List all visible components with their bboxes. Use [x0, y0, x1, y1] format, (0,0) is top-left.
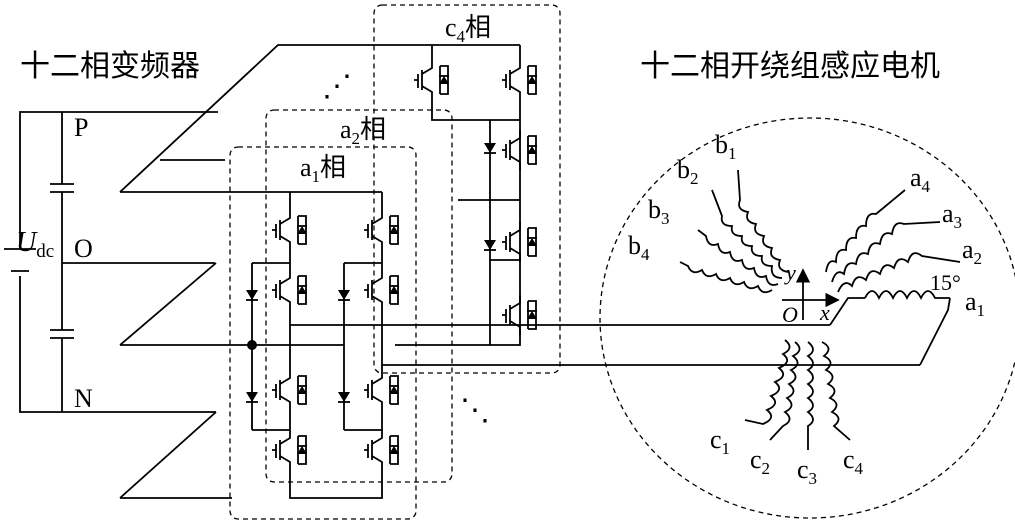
ellipsis-lower: ⋱ — [460, 394, 490, 427]
inverter-title: 十二相变频器 — [20, 50, 200, 83]
winding-label-b1: b1 — [715, 130, 737, 163]
winding-label-c1: c1 — [710, 425, 730, 458]
winding-label-a2: a2 — [962, 235, 982, 268]
winding-label-c2: c2 — [750, 445, 770, 478]
bus-label-n: N — [74, 384, 93, 413]
igbt-c4-2 — [502, 60, 537, 100]
phase-box-a1: a1相 — [229, 146, 920, 520]
winding-b3-coil — [697, 229, 779, 286]
clamp-diode-c4-1 — [484, 143, 496, 154]
bus-label-p: P — [74, 113, 88, 142]
winding-a2-coil — [837, 252, 961, 293]
phase-label-a2: a2相 — [340, 115, 386, 148]
igbt-c4-4 — [502, 222, 537, 262]
winding-b1-coil — [737, 169, 789, 273]
y-axis-label: y — [784, 260, 796, 285]
winding-c2-coil — [769, 341, 801, 441]
clamp-diode-a1-3 — [338, 290, 350, 301]
bus-planes — [62, 44, 520, 499]
winding-label-c3: c3 — [797, 455, 817, 488]
igbt-c4-5 — [502, 295, 537, 335]
dc-bus — [4, 111, 215, 413]
ellipsis-upper: ⋰ — [322, 70, 352, 103]
winding-label-a3: a3 — [942, 199, 962, 232]
clamp-diode-a1-1 — [246, 290, 258, 301]
motor-title: 十二相开绕组感应电机 — [640, 50, 940, 83]
winding-c1-coil — [744, 339, 791, 425]
winding-label-b3: b3 — [648, 195, 670, 228]
winding-b2-coil — [711, 189, 783, 279]
igbt-c4-3 — [502, 130, 537, 170]
motor-boundary — [599, 117, 1015, 519]
igbt-a1-6 — [364, 270, 399, 310]
bus-label-o: O — [74, 234, 93, 263]
igbt-a1-1 — [272, 210, 307, 250]
winding-label-a4: a4 — [910, 163, 931, 196]
origin-label: O — [782, 302, 798, 327]
dc-voltage-label: Udc — [16, 227, 54, 262]
igbt-c4-1 — [414, 60, 449, 100]
phase-box-a2: a2相 — [265, 109, 453, 483]
winding-label-a1: a1 — [965, 287, 985, 320]
angle-label: 15° — [930, 270, 961, 295]
clamp-diode-c4-2 — [484, 240, 496, 251]
winding-c3-coil — [806, 341, 814, 450]
winding-a4-coil — [825, 189, 906, 273]
igbt-a1-8 — [364, 430, 399, 470]
motor: x y O 15° a1 a2 a3 a4 b1 b2 b3 b4 c1 c2 … — [599, 117, 1015, 519]
svg-text:Udc: Udc — [16, 227, 54, 262]
phase-label-a1: a1相 — [300, 153, 346, 186]
igbt-a1-5 — [364, 210, 399, 250]
igbt-a1-7 — [364, 370, 399, 410]
winding-label-c4: c4 — [843, 445, 864, 478]
winding-b4-coil — [679, 261, 773, 294]
clamp-diode-a1-2 — [246, 392, 258, 403]
igbt-a1-3 — [272, 370, 307, 410]
phase-box-c4: c4相 — [373, 4, 561, 374]
x-axis-label: x — [819, 300, 830, 325]
winding-label-b2: b2 — [677, 155, 699, 188]
phase-label-c4: c4相 — [445, 13, 491, 46]
winding-a3-coil — [831, 221, 941, 283]
clamp-diode-a1-4 — [338, 392, 350, 403]
winding-label-b4: b4 — [628, 231, 650, 264]
igbt-a1-2 — [272, 270, 307, 310]
winding-a1-coil — [864, 290, 950, 301]
neutral-junction-dot — [247, 340, 257, 350]
winding-c4-coil — [821, 341, 851, 441]
igbt-a1-4 — [272, 430, 307, 470]
